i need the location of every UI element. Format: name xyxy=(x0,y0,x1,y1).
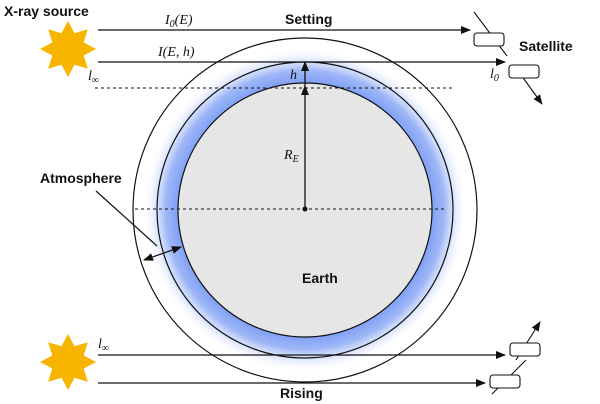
satellite-bottom-1-icon xyxy=(509,321,541,361)
satellite-top-2-icon xyxy=(508,64,543,105)
earth-label: Earth xyxy=(302,270,338,286)
atmosphere-pointer-line xyxy=(95,190,158,247)
IEh-label: I(E, h) xyxy=(157,45,195,60)
RE-label: RE xyxy=(283,148,299,165)
earth-center-dot xyxy=(302,206,308,212)
satellite-bottom-2-icon xyxy=(489,359,527,395)
l0-label: l0 xyxy=(490,67,499,84)
satellite-label: Satellite xyxy=(519,38,573,54)
satellite-top-1-icon xyxy=(473,11,508,57)
rising-label: Rising xyxy=(280,385,323,401)
l-infinity-bottom-label: l∞ xyxy=(98,337,109,354)
outer-atmosphere-circle xyxy=(132,37,478,383)
sun-top-icon xyxy=(40,21,96,77)
l-infinity-top-label: l∞ xyxy=(88,69,99,86)
setting-label: Setting xyxy=(285,11,332,27)
xray-source-label: X-ray source xyxy=(4,3,89,19)
I0E-label: I0(E) xyxy=(164,13,193,30)
atmosphere-thickness-arrow xyxy=(143,246,182,261)
h-label: h xyxy=(290,68,297,83)
atmosphere-label: Atmosphere xyxy=(40,170,122,186)
sun-bottom-icon xyxy=(40,334,96,390)
